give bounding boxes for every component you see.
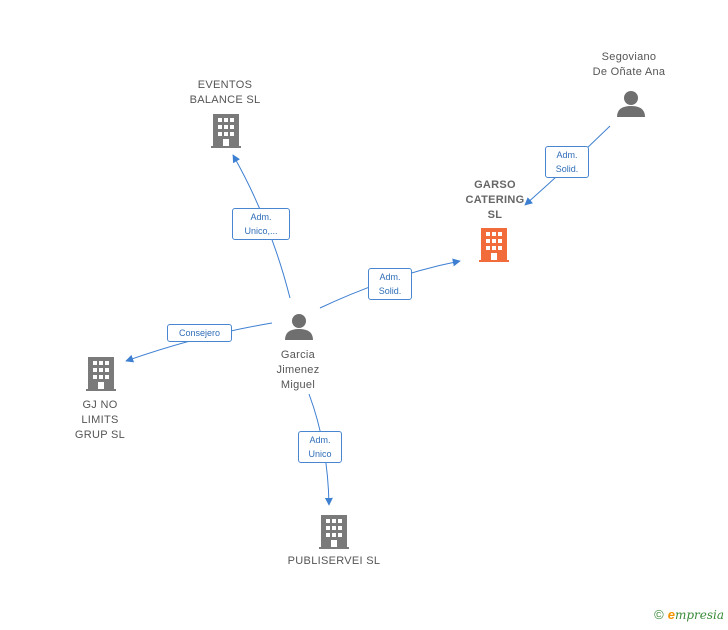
brand-name: mpresia [674,608,724,622]
person-icon [617,91,645,117]
building-icon [211,114,241,148]
brand-initial: e [667,607,675,622]
node-label-segoviano: Segoviano De Oñate Ana [592,51,666,78]
edge-label-garcia-garso: Adm. Solid. [368,268,412,300]
edge-label-garcia-gjno: Consejero [167,324,232,342]
node-label-publiservei: PUBLISERVEI SL [287,555,381,567]
node-label-eventos: EVENTOS BALANCE SL [189,79,261,106]
person-icon [285,314,313,340]
building-icon [479,228,509,262]
building-icon [86,357,116,391]
edge-label-garcia-eventos: Adm. Unico,... [232,208,290,240]
node-label-garso: GARSO CATERING SL [465,179,525,221]
building-icon [319,515,349,549]
node-label-garcia: Garcia Jimenez Miguel [276,349,320,391]
footer-brand: ©empresia [654,607,724,622]
copyright-symbol: © [654,607,664,622]
node-label-gjno: GJ NO LIMITS GRUP SL [74,399,126,441]
edge-label-segoviano-garso: Adm. Solid. [545,146,589,178]
edge-label-garcia-publiservei: Adm. Unico [298,431,342,463]
